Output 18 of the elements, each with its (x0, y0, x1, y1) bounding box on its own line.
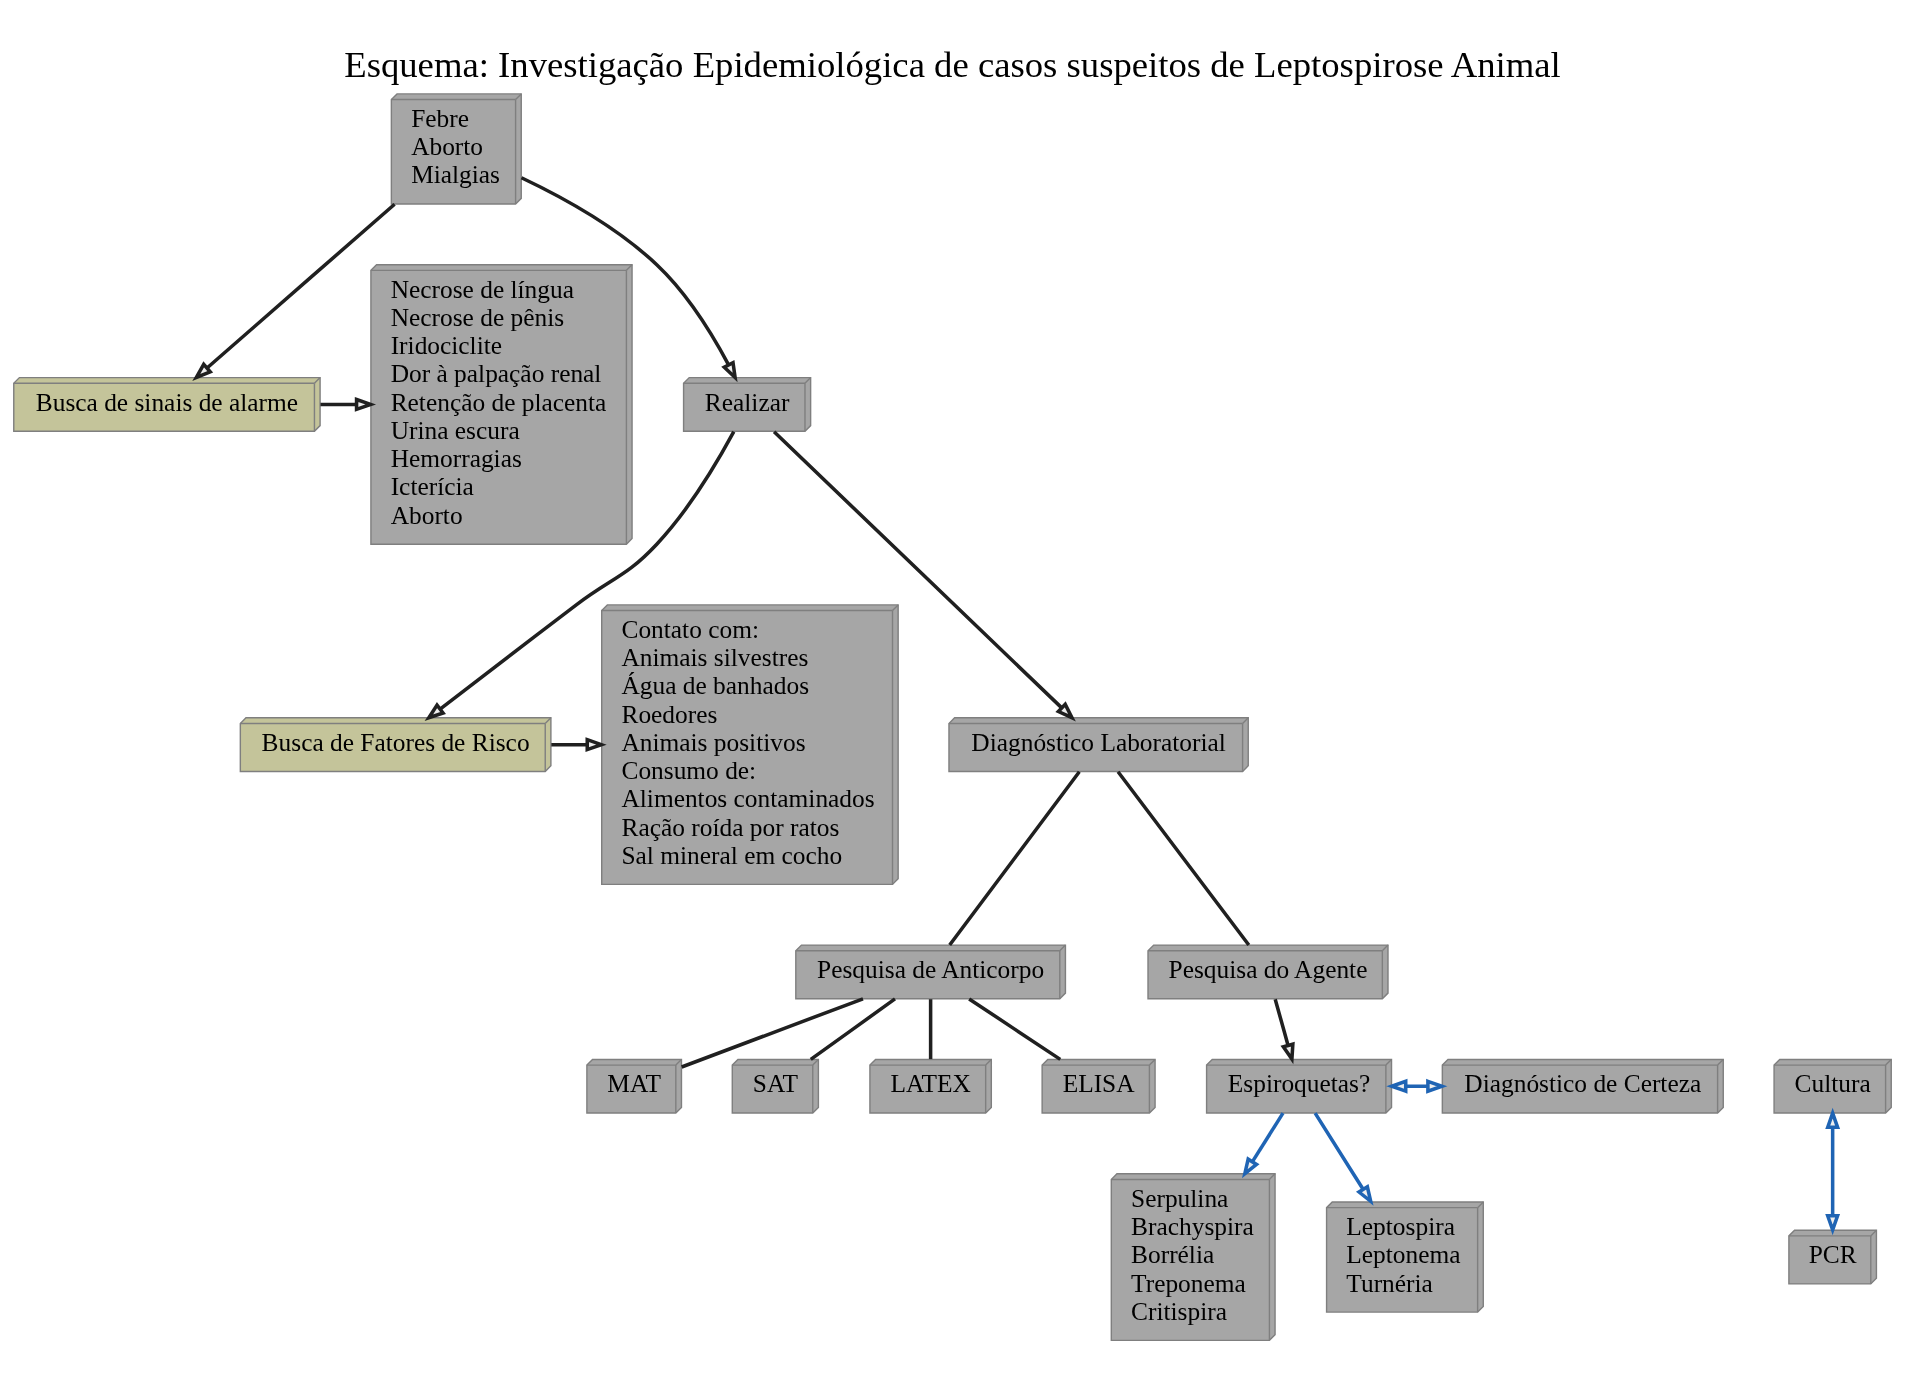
connector (948, 770, 1081, 946)
connector (928, 998, 933, 1059)
connector (809, 996, 896, 1061)
arrow (1241, 1111, 1285, 1178)
arrow (1313, 1111, 1374, 1206)
arrow (320, 396, 377, 412)
arrow (1273, 998, 1295, 1064)
arrow (1825, 1107, 1841, 1235)
arrow (424, 430, 736, 721)
arrow (1386, 1078, 1448, 1094)
arrow (551, 736, 607, 752)
arrow (520, 175, 738, 382)
arrow (772, 430, 1076, 721)
connector (681, 996, 864, 1069)
connector (1116, 770, 1251, 946)
arrow (192, 202, 396, 381)
diagram-title: Esquema: Investigação Epidemiológica de casos suspeitos de Leptospirose Animal (344, 43, 1561, 85)
connector (968, 996, 1062, 1061)
